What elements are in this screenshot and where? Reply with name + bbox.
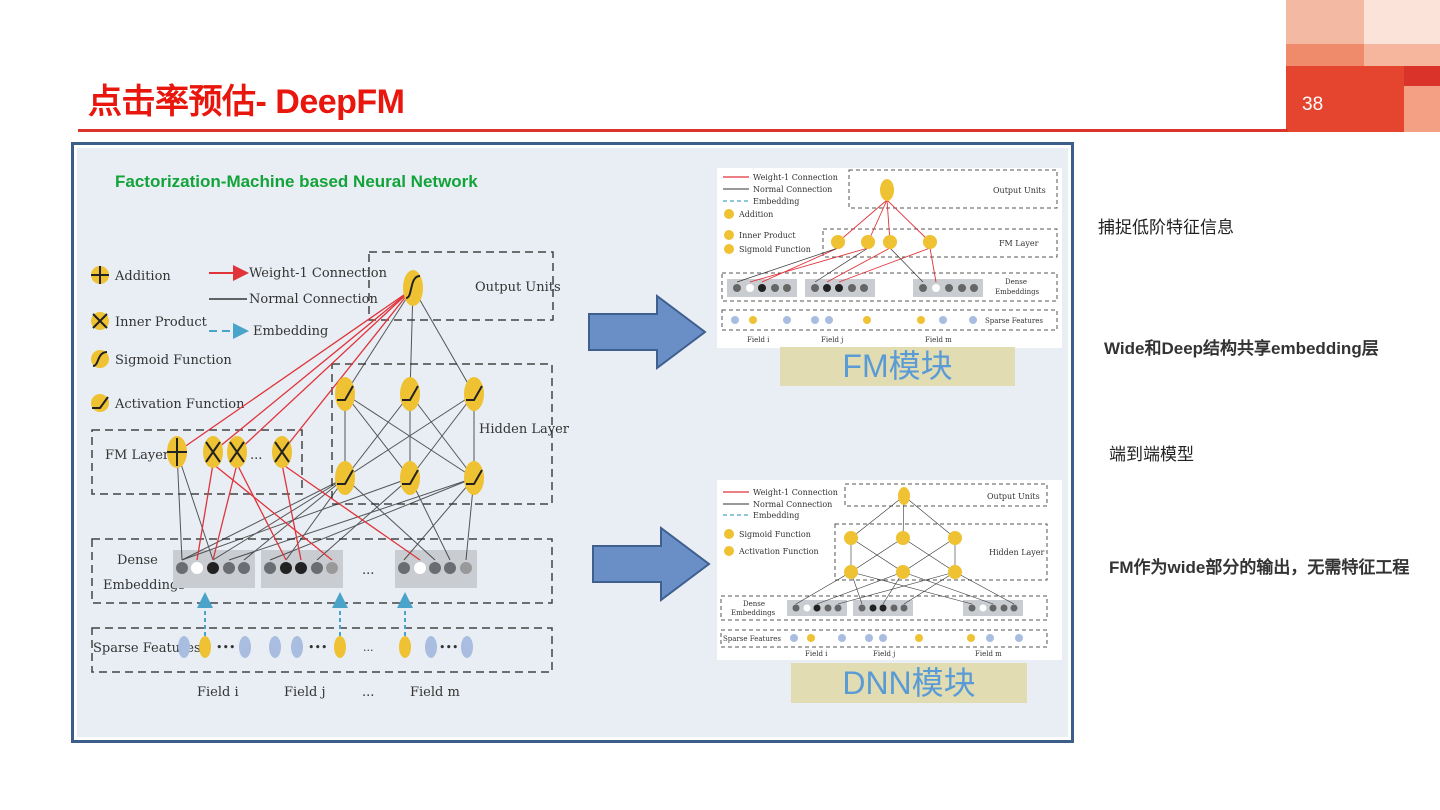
fm-legend-addition: Addition bbox=[738, 210, 773, 219]
legend-activation: Activation Function bbox=[114, 397, 245, 412]
addition-icon bbox=[91, 266, 109, 284]
hidden-layer-label: Hidden Layer bbox=[479, 422, 570, 437]
note-fm-as-wide: FM作为wide部分的输出，无需特征工程 bbox=[1109, 558, 1410, 577]
slide-title: 点击率预估- DeepFM bbox=[88, 83, 405, 121]
dnn-legend-normal: Normal Connection bbox=[753, 500, 832, 509]
dense-label-2: Embeddings bbox=[103, 578, 185, 593]
dnn-sparse-label: Sparse Features bbox=[723, 635, 781, 643]
fm-layer-label: FM Layer bbox=[105, 448, 170, 463]
dnn-hidden-label: Hidden Layer bbox=[989, 548, 1045, 557]
field-j-label: Field j bbox=[284, 685, 326, 700]
dnn-field-m: Field m bbox=[975, 650, 1002, 658]
legend-normal: Normal Connection bbox=[249, 292, 378, 307]
dnn-dense-1: Dense bbox=[743, 600, 765, 608]
fm-sparse-label: Sparse Features bbox=[985, 317, 1043, 325]
fm-legend-sigmoid: Sigmoid Function bbox=[739, 245, 811, 254]
fm-dense-1: Dense bbox=[1005, 278, 1027, 286]
sigmoid-icon bbox=[91, 350, 109, 368]
legend-sigmoid: Sigmoid Function bbox=[115, 353, 232, 368]
fm-legend-normal: Normal Connection bbox=[753, 185, 832, 194]
legend-embedding: Embedding bbox=[253, 324, 328, 339]
dnn-field-i: Field i bbox=[805, 650, 828, 658]
arrow-to-fm bbox=[588, 294, 707, 370]
fm-legend-weight1: Weight-1 Connection bbox=[753, 173, 838, 182]
dnn-legend-sigmoid: Sigmoid Function bbox=[739, 530, 811, 539]
dnn-legend-weight1: Weight-1 Connection bbox=[753, 488, 838, 497]
field-m-label: Field m bbox=[410, 685, 460, 700]
fm-field-j: Field j bbox=[821, 336, 843, 344]
sparse-label: Sparse Features bbox=[93, 641, 201, 656]
output-units-label: Output Units bbox=[475, 280, 561, 295]
dnn-output-label: Output Units bbox=[987, 492, 1040, 501]
ellipsis-fm: ... bbox=[250, 448, 262, 463]
sparse-nodes: ••• ••• ... ••• bbox=[178, 636, 473, 658]
deepfm-diagram: Addition Inner Product Sigmoid Function … bbox=[91, 251, 570, 700]
ellipsis-fields: ... bbox=[362, 685, 374, 700]
dnn-legend-embedding: Embedding bbox=[753, 511, 799, 520]
figure-frame: Factorization-Machine based Neural Netwo… bbox=[71, 142, 1074, 743]
activation-icon bbox=[91, 394, 109, 412]
field-i-label: Field i bbox=[197, 685, 239, 700]
svg-text:•••: ••• bbox=[216, 641, 235, 654]
dnn-module-label: DNN模块 bbox=[791, 663, 1027, 703]
inner-product-icon bbox=[91, 312, 109, 330]
dnn-module-diagram: Weight-1 Connection Normal Connection Em… bbox=[717, 480, 1062, 660]
ellipsis-sparse: ... bbox=[363, 641, 374, 654]
hidden-nodes bbox=[335, 377, 484, 495]
output-node bbox=[403, 270, 423, 306]
legend-weight1: Weight-1 Connection bbox=[249, 266, 388, 281]
note-shared-embedding: Wide和Deep结构共享embedding层 bbox=[1104, 339, 1379, 358]
figure-background: Factorization-Machine based Neural Netwo… bbox=[77, 148, 1068, 737]
fm-legend-inner: Inner Product bbox=[739, 231, 796, 240]
svg-text:•••: ••• bbox=[308, 641, 327, 654]
fm-legend-embedding: Embedding bbox=[753, 197, 799, 206]
arrow-to-dnn bbox=[592, 526, 711, 602]
dense-label-1: Dense bbox=[117, 553, 158, 568]
fm-module-label: FM模块 bbox=[780, 347, 1015, 386]
title-underline bbox=[78, 129, 1288, 132]
dnn-dense-2: Embeddings bbox=[731, 609, 776, 617]
figure-caption: Factorization-Machine based Neural Netwo… bbox=[115, 172, 478, 191]
dnn-legend-activation: Activation Function bbox=[738, 547, 819, 556]
dnn-field-j: Field j bbox=[873, 650, 895, 658]
fm-dense-2: Embeddings bbox=[995, 288, 1040, 296]
fm-field-m: Field m bbox=[925, 336, 952, 344]
fm-nodes: ... bbox=[167, 436, 292, 468]
fm-output-label: Output Units bbox=[993, 186, 1046, 195]
note-end-to-end: 端到端模型 bbox=[1109, 445, 1194, 464]
fm-field-i: Field i bbox=[747, 336, 770, 344]
corner-decoration bbox=[1286, 0, 1440, 132]
fm-module-diagram: Weight-1 Connection Normal Connection Em… bbox=[717, 168, 1062, 348]
fm-layer-label-small: FM Layer bbox=[999, 239, 1039, 248]
legend: Addition Inner Product Sigmoid Function … bbox=[91, 265, 388, 412]
ellipsis-dense: ... bbox=[362, 563, 374, 578]
legend-inner-product: Inner Product bbox=[115, 315, 208, 330]
legend-addition: Addition bbox=[114, 269, 171, 284]
svg-text:•••: ••• bbox=[439, 641, 458, 654]
page-number: 38 bbox=[1302, 94, 1324, 115]
note-low-order-features: 捕捉低阶特征信息 bbox=[1098, 218, 1234, 237]
